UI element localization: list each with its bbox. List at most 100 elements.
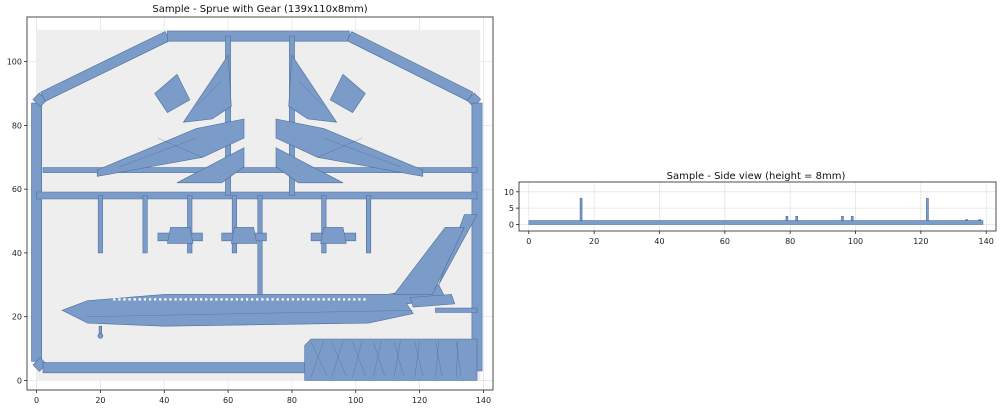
wing-mesh-line [323, 137, 401, 168]
sprue-x-tick-label: 140 [476, 396, 491, 405]
side-view-peak [795, 216, 799, 221]
sprue-gate-mesh [393, 342, 404, 376]
sprue-x-tick-label: 60 [223, 396, 233, 405]
fuselage-window [251, 298, 254, 301]
sprue-gate-mesh [352, 340, 363, 378]
sprue-gate-mesh [456, 340, 459, 378]
fuselage-window [312, 298, 315, 301]
fuselage-window [174, 298, 177, 301]
fuselage-window [291, 298, 295, 301]
sprue-runner-tail [435, 307, 478, 313]
sprue-x-tick-label: 40 [159, 396, 169, 405]
sprue-runner-fuselage [257, 195, 263, 302]
sprue-gate-mesh [310, 340, 325, 378]
fuselage-window [276, 298, 279, 301]
left-stabilizer [176, 147, 245, 184]
fuselage-window [128, 298, 131, 301]
left-wing-root [182, 54, 232, 123]
sprue-gate-mesh [373, 342, 385, 376]
sprue-gate-mesh [310, 342, 328, 376]
fuselage-mesh-line [87, 310, 414, 317]
wing-mesh-line [157, 137, 203, 158]
fuselage-window [220, 298, 223, 301]
landing-gear-wheel [230, 227, 258, 244]
horizontal-tail [409, 294, 456, 308]
sprue-y-tick-label: 20 [12, 313, 22, 322]
side-view-peak [978, 219, 981, 221]
fuselage-window [297, 298, 300, 301]
side-view-peak [926, 198, 929, 221]
side-x-tick-label: 100 [848, 237, 863, 246]
right-stabilizer [275, 147, 344, 184]
fuselage-window [358, 298, 361, 301]
wing-mesh-line [317, 137, 363, 158]
fuselage-window [348, 298, 351, 301]
sprue-gate-block [304, 338, 478, 381]
sprue-y-tick-label: 80 [12, 121, 22, 130]
nose-gear-wheel [97, 333, 104, 339]
fuselage-window [199, 298, 203, 301]
fuselage-window [113, 298, 116, 301]
side-view-plot-frame [518, 181, 997, 232]
side-x-tick-label: 20 [589, 237, 599, 246]
sprue-frame-top [167, 30, 350, 42]
fuselage-window [225, 298, 228, 301]
side-x-tick-label: 80 [785, 237, 795, 246]
wing-mesh-line [196, 80, 222, 107]
fuselage-window [133, 298, 136, 301]
sprue-gate-mesh [373, 340, 382, 378]
fuselage-window [138, 298, 141, 301]
side-x-tick-label: 60 [720, 237, 730, 246]
fuselage-window [123, 298, 126, 301]
side-x-tick-label: 0 [526, 237, 531, 246]
side-x-tick-label: 120 [913, 237, 928, 246]
side-view-peak [579, 198, 583, 221]
fuselage-window [194, 298, 198, 301]
sprue-x-tick-label: 100 [348, 396, 363, 405]
side-view-x-ticks: 0 20 40 60 80 100 120 140 [526, 231, 994, 246]
fuselage-window [317, 298, 320, 301]
sprue-chart-title: Sample - Sprue with Gear (139x110x8mm) [152, 4, 367, 15]
sprue-x-tick-label: 0 [34, 396, 39, 405]
landing-gear-wheel [167, 227, 194, 244]
fuselage-window [363, 298, 366, 301]
fuselage-window [266, 298, 269, 301]
sprue-plot-frame [26, 16, 494, 391]
fuselage-window [327, 298, 330, 301]
side-view-body [528, 220, 984, 225]
fuselage-window [322, 298, 325, 301]
sprue-gate-mesh [414, 340, 420, 378]
right-wing-root [288, 54, 338, 123]
fuselage-window [261, 298, 264, 301]
sprue-top-view-chart: Sample - Sprue with Gear (139x110x8mm) 0… [7, 4, 494, 405]
sprue-y-tick-label: 60 [12, 185, 22, 194]
sprue-gate-mesh [352, 342, 366, 376]
fuselage-window [337, 298, 341, 301]
fuselage-window [342, 298, 346, 301]
side-x-tick-label: 40 [654, 237, 664, 246]
fuselage-window [215, 298, 218, 301]
fuselage-window [353, 298, 356, 301]
vertical-tail [393, 227, 465, 295]
fuselage-window [118, 298, 121, 301]
side-view-peak [965, 219, 968, 221]
fuselage-window [154, 298, 157, 301]
fuselage-window [302, 298, 305, 301]
side-x-tick-label: 140 [979, 237, 994, 246]
fuselage-window [256, 298, 259, 301]
sprue-runner-gear-5 [321, 195, 327, 254]
side-y-tick-label: 10 [504, 188, 514, 197]
fuselage-window [164, 298, 167, 301]
side-view-peak [785, 216, 789, 221]
fuselage-window [143, 298, 147, 301]
fuselage-window [230, 298, 233, 301]
side-view-peak [850, 216, 854, 221]
fuselage-window [245, 298, 249, 301]
side-view-peak [841, 216, 844, 221]
fuselage-window [179, 298, 182, 301]
sprue-gate-mesh [435, 340, 439, 378]
